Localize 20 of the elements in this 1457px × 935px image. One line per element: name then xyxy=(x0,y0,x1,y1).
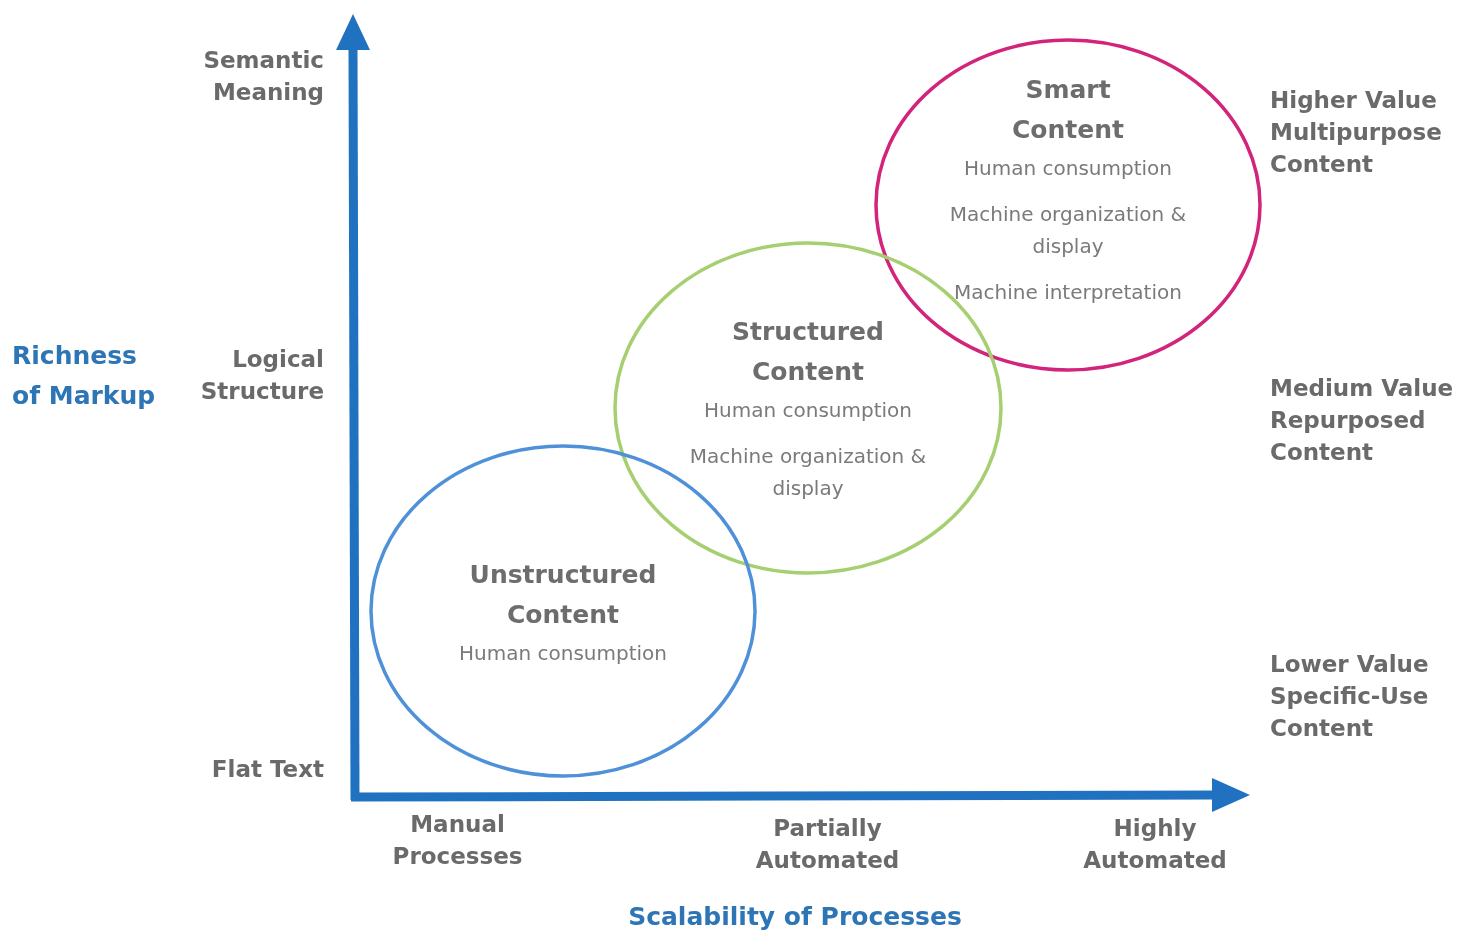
ellipse-title: Unstructured Content xyxy=(468,559,658,631)
y-tick-label: Semantic Meaning xyxy=(202,46,324,107)
x-tick-label: Manual Processes xyxy=(391,810,524,871)
ellipse-title: Smart Content xyxy=(1011,74,1125,146)
x-tick-label: Partially Automated xyxy=(754,814,901,875)
x-axis-title: Scalability of Processes xyxy=(627,901,963,933)
ellipse-description: Machine organization & display xyxy=(688,443,928,502)
ellipse-description: Machine organization & display xyxy=(948,201,1188,260)
ellipse-description: Human consumption xyxy=(963,155,1173,182)
x-tick-label: Highly Automated xyxy=(1082,814,1228,875)
value-label: Medium Value Repurposed Content xyxy=(1270,374,1455,467)
ellipse-description: Human consumption xyxy=(458,640,668,667)
value-label: Lower Value Specific-Use Content xyxy=(1270,650,1430,743)
ellipse-description: Human consumption xyxy=(703,397,913,424)
y-tick-label: Logical Structure xyxy=(199,345,324,406)
ellipse-description: Machine interpretation xyxy=(953,279,1183,306)
value-label: Higher Value Multipurpose Content xyxy=(1270,86,1443,179)
y-tick-label: Flat Text xyxy=(210,755,324,784)
ellipse-title: Structured Content xyxy=(731,316,885,388)
y-axis-title: Richness of Markup xyxy=(12,340,157,412)
